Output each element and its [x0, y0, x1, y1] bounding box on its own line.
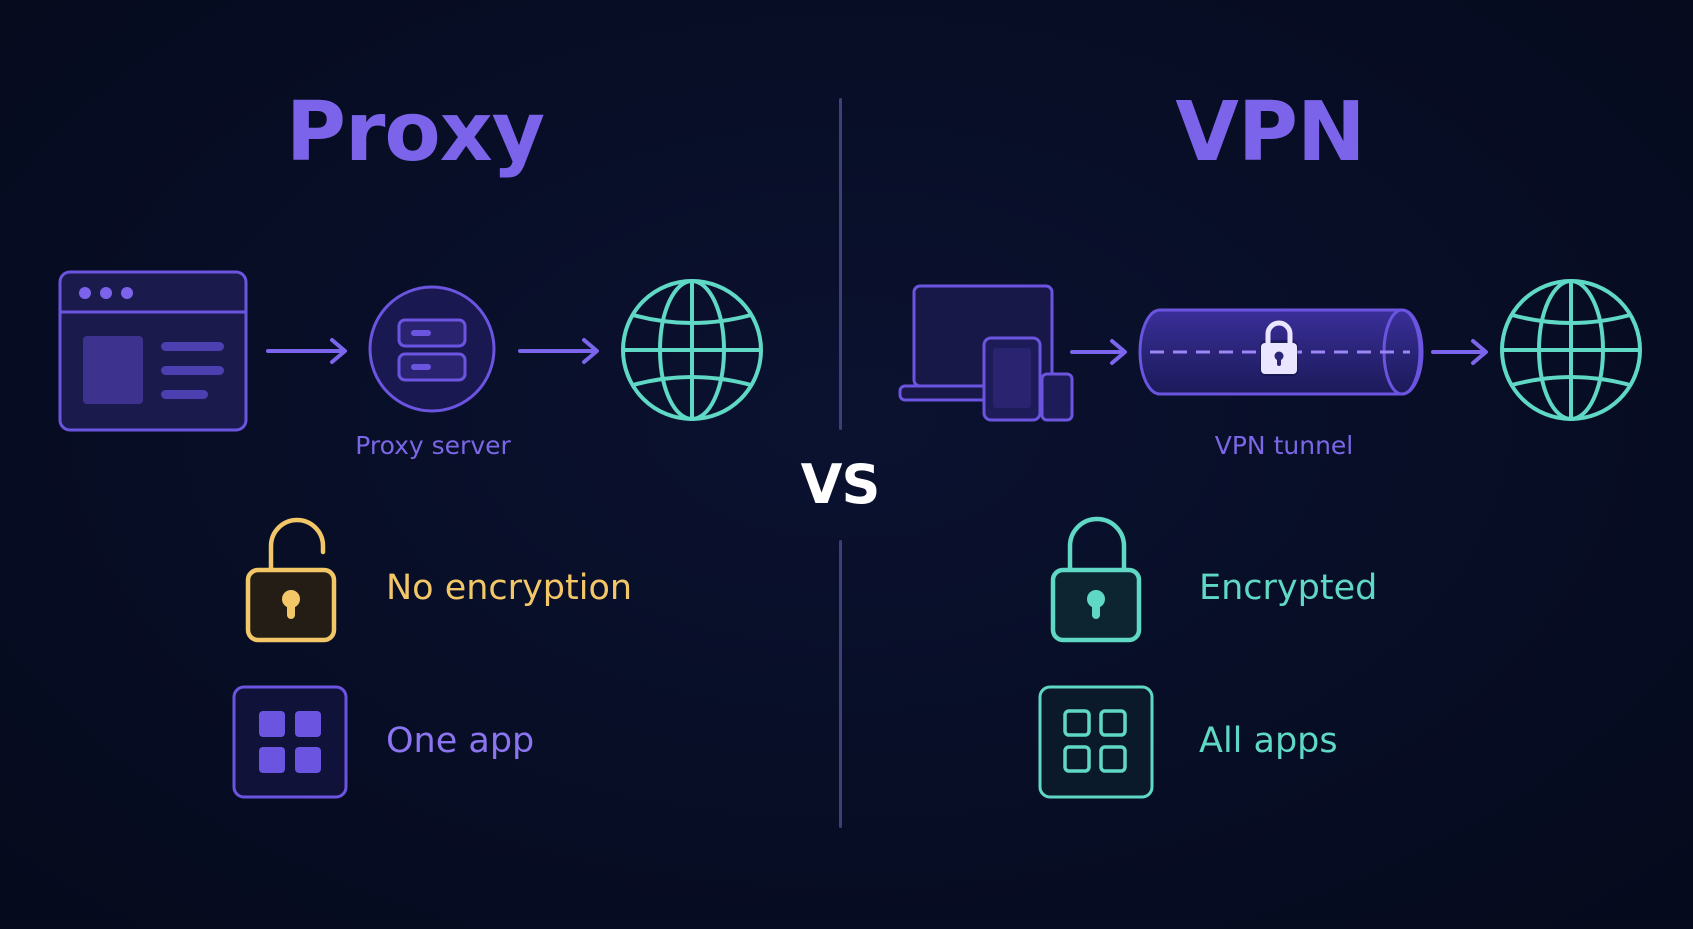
vpn-tunnel-icon: [1138, 308, 1424, 396]
center-divider-bottom: [839, 540, 842, 828]
vpn-tunnel-caption: VPN tunnel: [1214, 431, 1354, 460]
proxy-server-icon: [368, 285, 496, 413]
vs-label: VS: [800, 453, 881, 516]
all-apps-label: All apps: [1199, 721, 1338, 761]
globe-icon: [621, 279, 763, 421]
proxy-server-caption: Proxy server: [355, 431, 511, 460]
devices-icon: [898, 284, 1074, 422]
all-apps-grid-icon: [1038, 685, 1154, 799]
one-app-label: One app: [386, 721, 535, 761]
locked-padlock-icon: [1050, 516, 1142, 643]
arrow-right-icon: [518, 338, 599, 364]
tunnel-lock-icon: [1261, 320, 1297, 374]
arrow-right-icon: [1431, 339, 1488, 365]
vpn-title: VPN: [1175, 85, 1365, 180]
arrow-right-icon: [266, 338, 347, 364]
no-encryption-label: No encryption: [386, 568, 633, 608]
arrow-right-icon: [1070, 339, 1127, 365]
proxy-title: Proxy: [285, 85, 545, 180]
single-app-grid-icon: [232, 685, 348, 799]
unlocked-padlock-icon: [245, 517, 337, 643]
center-divider-top: [839, 98, 842, 430]
globe-icon: [1500, 279, 1642, 421]
browser-window-icon: [58, 270, 248, 432]
encrypted-label: Encrypted: [1199, 568, 1378, 608]
